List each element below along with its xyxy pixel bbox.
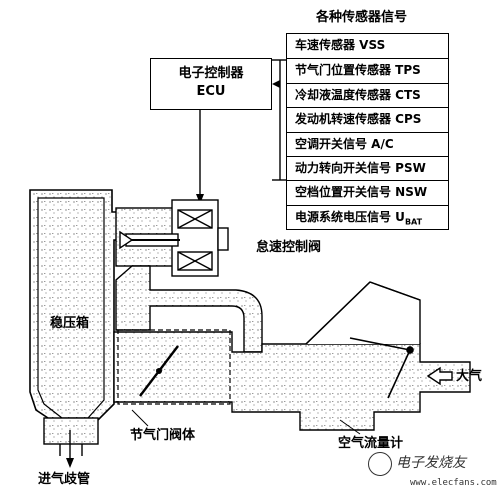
arrow-to-valve-icon [196, 194, 204, 204]
surge-tank [29, 189, 121, 427]
throttle-body-label: 节气门阀体 [130, 428, 196, 443]
watermark-text: 电子发烧友 [396, 455, 466, 471]
intake-manifold-label: 进气歧管 [38, 472, 91, 487]
sensor-list-title: 各种传感器信号 [316, 10, 408, 25]
sensor-row-ubat: 电源系统电压信号 UBAT [287, 204, 448, 229]
ecu-abbrev: ECU [196, 84, 226, 99]
idle-control-valve [115, 199, 229, 277]
sensor-to-ecu-connector [272, 59, 286, 181]
sensor-row-cts: 冷却液温度传感器 CTS [287, 82, 448, 107]
sensor-row-vss: 车速传感器 VSS [295, 38, 386, 52]
throttle-plate [139, 345, 179, 397]
sensor-row-tps: 节气门位置传感器 TPS [287, 58, 448, 82]
throttle-body-frame [117, 329, 231, 405]
watermark-url: www.elecfans.com [410, 478, 497, 488]
sensor-row-ac: 空调开关信号 A/C [287, 131, 448, 156]
surge-tank-label: 稳压箱 [50, 316, 90, 331]
airflow-meter-leader [339, 419, 361, 435]
intake-manifold-pipe [43, 417, 99, 462]
ecu-title: 电子控制器 [178, 66, 244, 81]
sensor-list: 车速传感器 VSS 节气门位置传感器 TPS 冷却液温度传感器 CTS 发动机转… [286, 33, 449, 231]
sensor-row-psw: 动力转向开关信号 PSW [287, 155, 448, 180]
arrow-to-ecu-icon [272, 80, 280, 88]
sensor-row-nsw: 空档位置开关信号 NSW [287, 180, 448, 204]
watermark-logo-icon [368, 452, 392, 476]
sensor-row-ubat-subscript: BAT [404, 217, 423, 227]
ecu-box: 电子控制器 ECU [150, 58, 272, 110]
sensor-row-cps: 发动机转速传感器 CPS [287, 107, 448, 131]
idle-valve-label: 怠速控制阀 [256, 240, 322, 255]
airflow-meter-flap [349, 337, 414, 399]
atmosphere-label: 大气 [456, 369, 483, 384]
airflow-meter-label: 空气流量计 [338, 436, 404, 451]
manifold-arrow-icon [66, 458, 74, 468]
throttle-body-leader [131, 409, 149, 427]
atmosphere-arrow-icon [426, 366, 453, 386]
intake-duct [113, 281, 471, 431]
sensor-row-ubat-label: 电源系统电压信号 U [295, 209, 405, 224]
bypass-passage [115, 265, 263, 353]
